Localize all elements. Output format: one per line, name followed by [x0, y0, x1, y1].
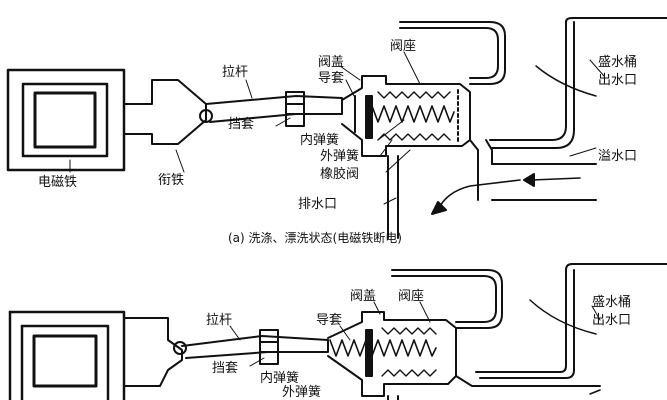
- valve-body-a: [341, 75, 471, 157]
- panel-a-drawing: [6, 17, 667, 239]
- drain-pipes-a: [387, 17, 667, 239]
- armature-b: [123, 317, 187, 387]
- flow-arrow-head-a2: [523, 173, 535, 187]
- caption-panel-a: (a) 洗涤、漂洗状态(电磁铁断电): [228, 231, 402, 245]
- label-electromagnet: 电磁铁: [38, 175, 78, 190]
- label-guide-sleeve: 导套: [318, 71, 345, 86]
- label-b-valve-seat: 阀座: [398, 289, 425, 304]
- stop-sleeve-b: [259, 329, 279, 365]
- label-outer-spring: 外弹簧: [320, 149, 360, 164]
- panel-b-drawing: [8, 263, 667, 400]
- electromagnet-a: [6, 68, 126, 172]
- label-b-inner-spring: 内弹簧: [260, 371, 300, 386]
- label-armature: 衔铁: [158, 173, 185, 188]
- pull-rod-a: [205, 95, 343, 123]
- flow-arrow-a2: [531, 177, 581, 181]
- electromagnet-b: [8, 310, 126, 400]
- stop-sleeve-a: [285, 91, 305, 127]
- inner-spring-a: [371, 105, 455, 123]
- flow-arrow-head-a1: [431, 201, 447, 215]
- armature-a: [123, 79, 213, 145]
- outer-spring-b: [381, 327, 437, 377]
- label-rubber-valve: 橡胶阀: [320, 167, 360, 182]
- label-b-tub-2: 出水口: [592, 313, 632, 328]
- label-tub-1: 盛水桶: [598, 55, 638, 70]
- label-drain-outlet: 排水口: [298, 197, 338, 212]
- label-valve-cover: 阀盖: [318, 55, 345, 70]
- label-tub-2: 出水口: [598, 73, 638, 88]
- label-b-outer-spring: 外弹簧: [282, 385, 322, 400]
- label-b-tub-1: 盛水桶: [592, 295, 632, 310]
- inner-spring-b: [329, 339, 437, 357]
- label-b-pull-rod: 拉杆: [206, 313, 233, 328]
- label-pull-rod: 拉杆: [222, 65, 249, 80]
- drain-pipes-b: [387, 263, 667, 400]
- label-stop-sleeve: 挡套: [228, 117, 255, 132]
- label-b-valve-cover: 阀盖: [350, 289, 377, 304]
- label-inner-spring: 内弹簧: [300, 133, 340, 148]
- label-valve-seat: 阀座: [390, 39, 417, 54]
- outer-spring-a: [377, 91, 451, 141]
- label-b-stop-sleeve: 挡套: [212, 361, 239, 376]
- valve-body-b: [327, 311, 457, 397]
- leader-lines-b: [229, 301, 601, 367]
- pull-rod-b: [181, 335, 329, 359]
- label-b-guide-sleeve: 导套: [316, 313, 343, 328]
- label-overflow-outlet: 溢水口: [598, 149, 638, 164]
- leader-lines-a: [69, 51, 605, 205]
